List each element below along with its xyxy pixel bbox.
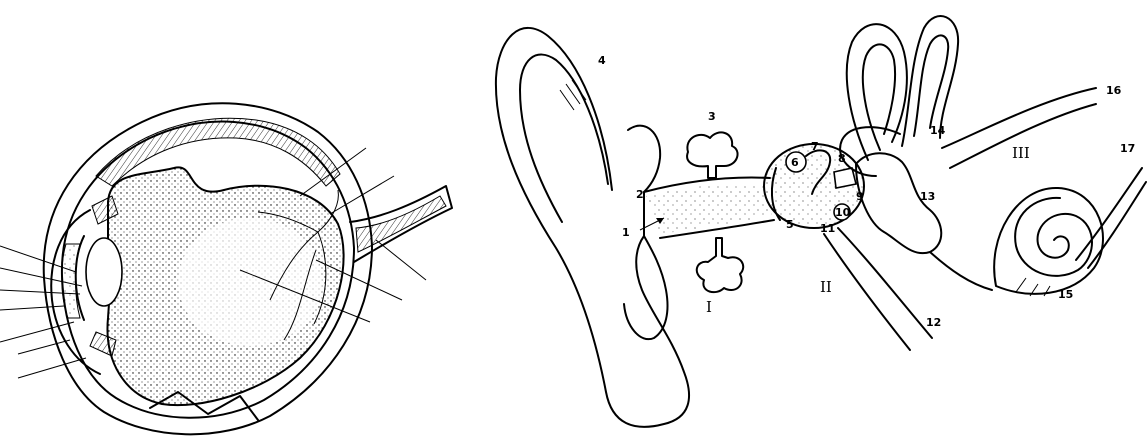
ear-label-15: 15 xyxy=(1058,288,1073,301)
ear-label-5: 5 xyxy=(786,218,794,231)
pinna-helix-inner xyxy=(520,55,608,222)
ear-label-10: 10 xyxy=(835,206,851,219)
vitreous-center xyxy=(178,218,322,346)
cochlea-spiral xyxy=(1015,198,1092,276)
ear-label-13: 13 xyxy=(920,190,935,203)
cochlea-duct xyxy=(930,252,992,290)
cochlear-nerve xyxy=(1076,168,1142,260)
leader-line xyxy=(376,240,426,280)
vestibule xyxy=(856,153,941,253)
stapes xyxy=(834,168,856,188)
ear-label-1: 1 xyxy=(622,226,630,239)
semicircular-canal-anterior-inner xyxy=(863,44,895,150)
pinna-hatching xyxy=(560,80,586,110)
ear-label-11: 11 xyxy=(820,222,835,235)
leader-line xyxy=(18,340,70,354)
region-label-outer-ear: I xyxy=(706,298,712,316)
ear-label-12: 12 xyxy=(926,316,941,329)
ceruminous-gland-upper xyxy=(687,132,737,178)
cochlea-outer xyxy=(994,188,1103,294)
ear-label-9: 9 xyxy=(856,190,864,203)
cochlear-nerve-lower xyxy=(1088,182,1146,268)
eustachian-tube-lower xyxy=(824,234,910,350)
eyeball-diagram xyxy=(0,103,452,434)
eustachian-tube xyxy=(838,228,932,338)
ear-label-4: 4 xyxy=(598,54,606,67)
region-label-middle-ear: II xyxy=(820,278,832,296)
ear-label-6: 6 xyxy=(791,156,799,169)
ear-label-3: 3 xyxy=(708,110,716,123)
region-label-inner-ear: III xyxy=(1012,144,1030,162)
lens xyxy=(86,238,122,306)
ear-label-16: 16 xyxy=(1106,84,1122,97)
anterior-chamber xyxy=(62,244,80,318)
leader-line xyxy=(330,176,394,214)
ear-label-8: 8 xyxy=(838,152,846,165)
ear-label-7: 7 xyxy=(811,140,819,153)
ceruminous-gland-lower xyxy=(697,238,743,292)
ear-label-17: 17 xyxy=(1120,142,1135,155)
ear-diagram: 1 2 3 4 5 6 7 8 9 10 11 12 13 14 15 16 1… xyxy=(496,16,1146,427)
leader-line xyxy=(18,358,86,378)
ear-label-14: 14 xyxy=(930,124,946,137)
ear-label-2: 2 xyxy=(636,188,644,201)
ear-canal-fill xyxy=(646,184,772,235)
semicircular-canal-posterior-inner xyxy=(914,35,948,136)
vestibular-nerve xyxy=(942,88,1096,148)
